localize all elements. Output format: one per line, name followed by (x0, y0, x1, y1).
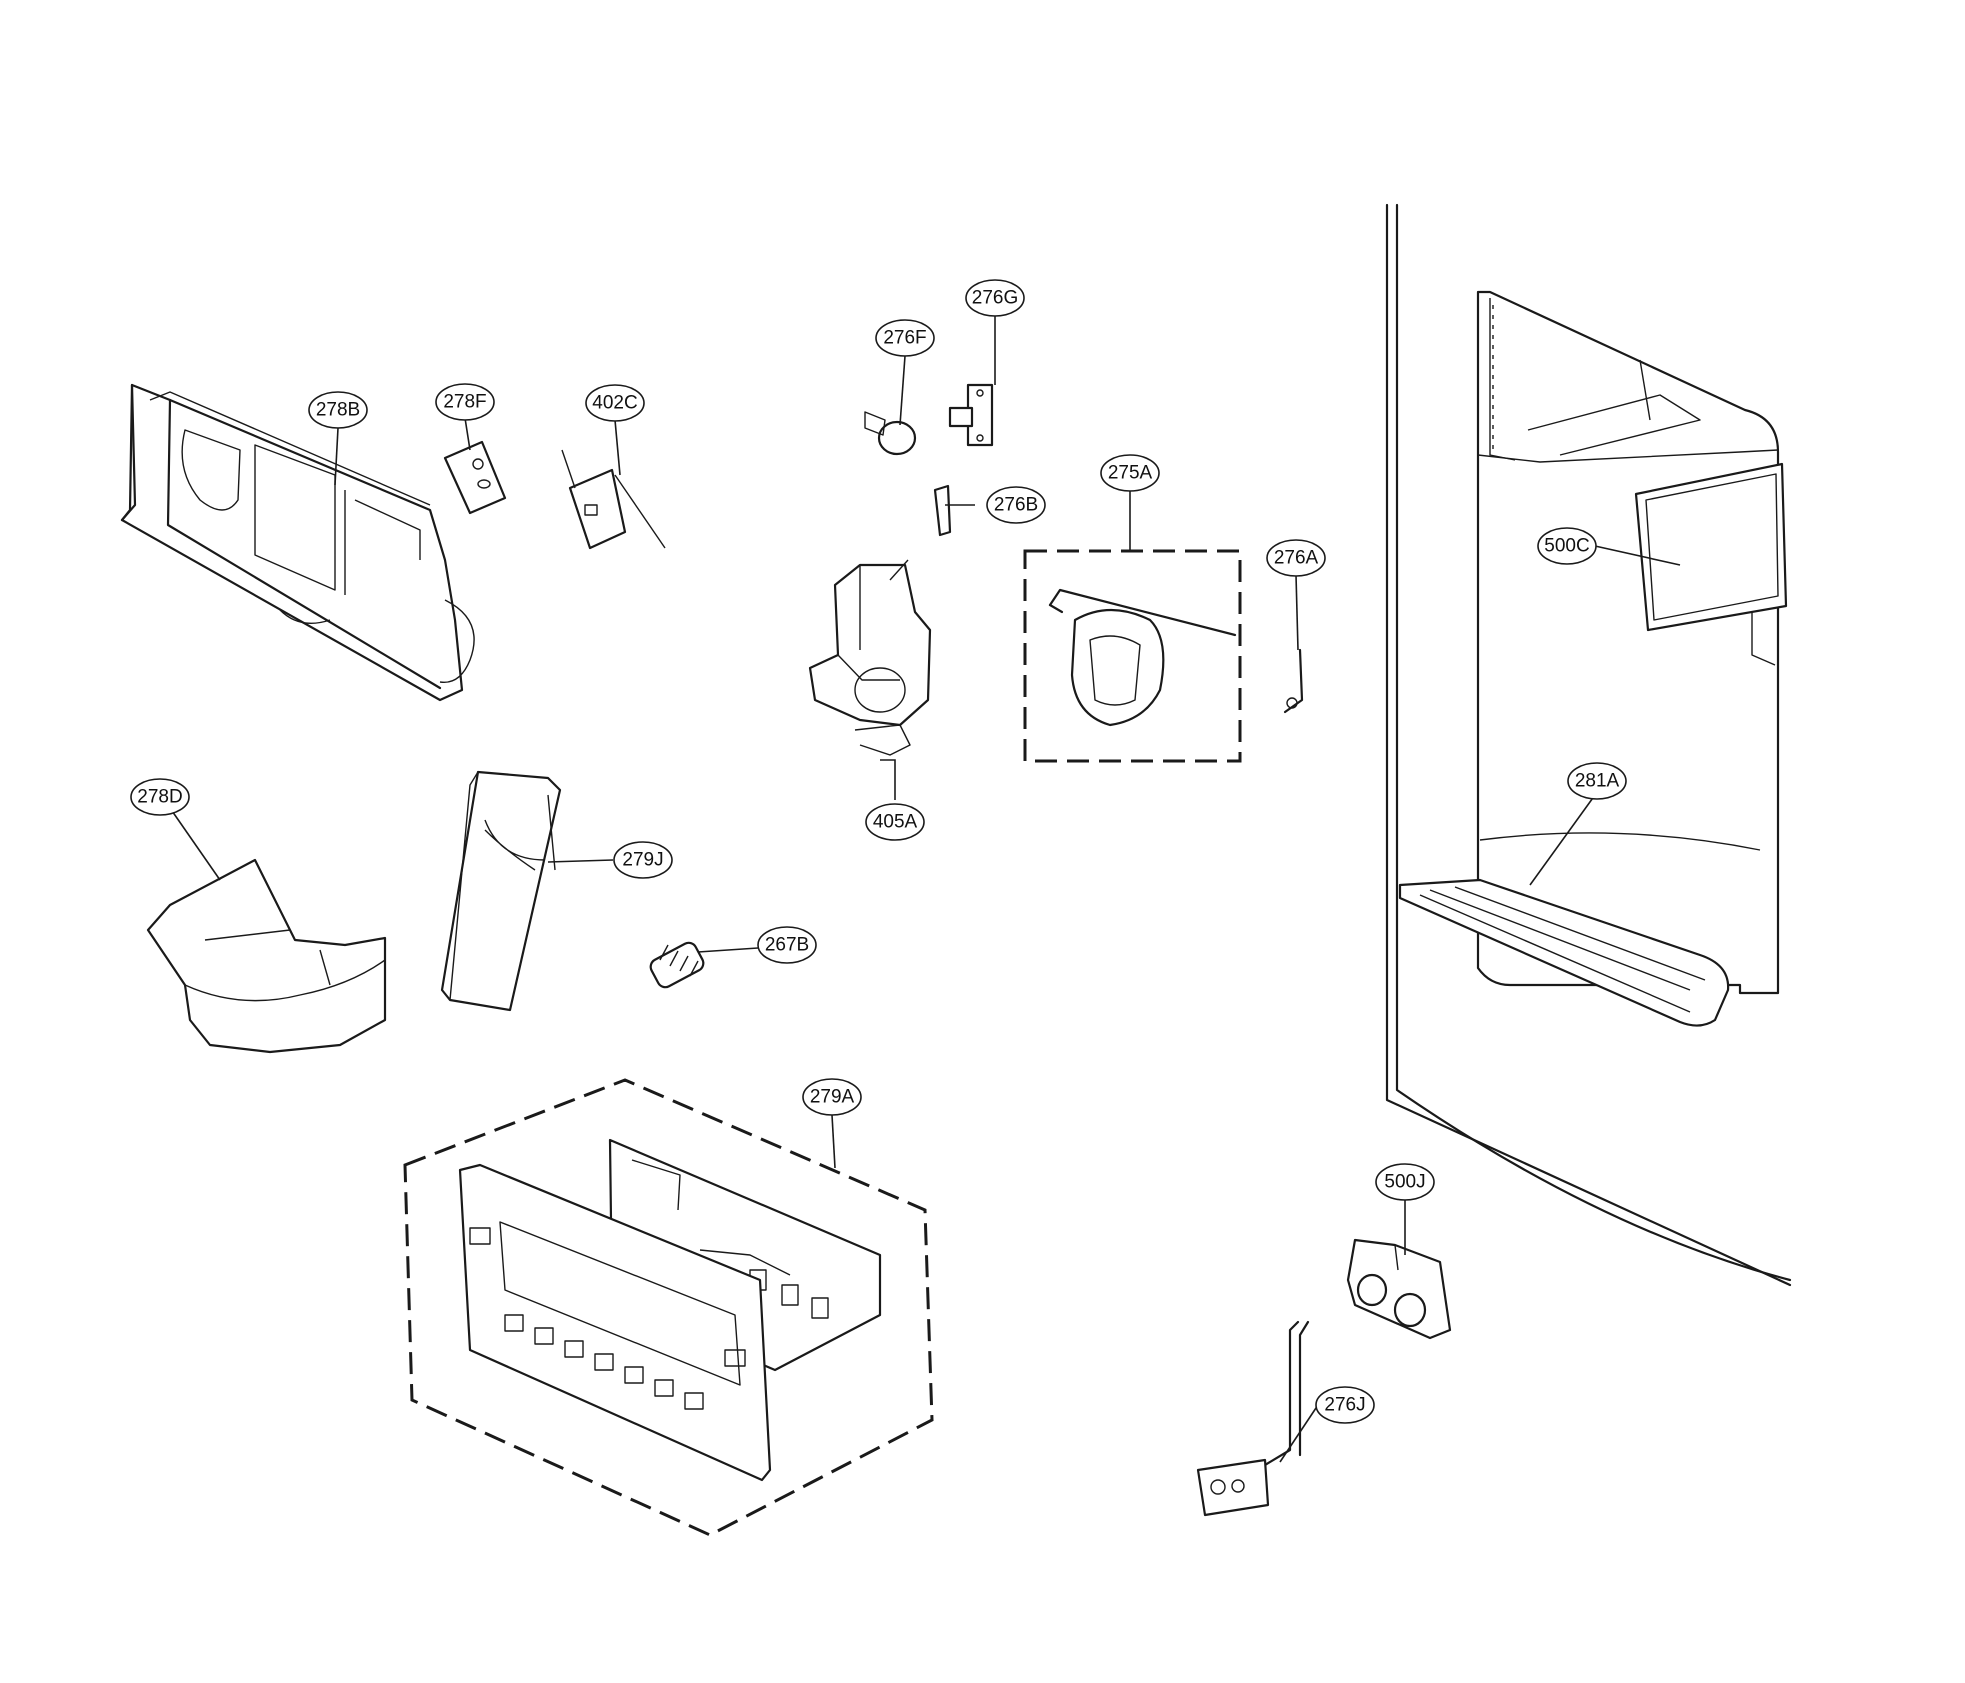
callout-500c: 500C (1537, 527, 1597, 565)
housing-278b (120, 383, 475, 702)
assembly-box-279a (403, 1078, 934, 1537)
callout-278d: 278D (130, 778, 190, 816)
callout-278f: 278F (435, 383, 495, 421)
callout-276b: 276B (986, 486, 1046, 524)
callout-label: 276B (994, 495, 1038, 516)
callout-label: 281A (1575, 771, 1620, 792)
dispenser-recess (1476, 290, 1780, 995)
bracket-276g (948, 383, 994, 447)
switch-block-500j (1346, 1238, 1452, 1340)
clip-276b (933, 484, 952, 537)
callout-label: 402C (592, 393, 637, 414)
callout-label: 405A (873, 812, 918, 833)
spring-267b (649, 941, 705, 989)
callout-label: 276G (972, 288, 1018, 309)
front-panel-279a (458, 1163, 772, 1482)
callout-276a: 276A (1266, 539, 1326, 577)
motor-405a (808, 559, 932, 756)
callout-label: 276J (1324, 1395, 1365, 1416)
drip-tray-281a (1398, 878, 1730, 1027)
callout-276f: 276F (875, 319, 935, 357)
callout-279a: 279A (802, 1078, 862, 1116)
paddle-279j (440, 770, 562, 1012)
callout-label: 275A (1108, 463, 1153, 484)
callout-281a: 281A (1567, 762, 1627, 800)
callout-label: 500J (1384, 1172, 1425, 1193)
bracket-276j (1196, 1320, 1310, 1517)
callout-label: 278D (137, 787, 182, 808)
callout-label: 278B (316, 400, 360, 421)
switch-402c (561, 449, 666, 550)
assembly-box-275a (1023, 549, 1242, 763)
cap-276f (864, 411, 917, 456)
door-outline (1385, 203, 1792, 1287)
callout-278b: 278B (308, 391, 368, 429)
callout-label: 276A (1274, 548, 1319, 569)
bracket-278f (443, 440, 507, 515)
chute-278d (146, 858, 387, 1054)
callout-label: 267B (765, 935, 809, 956)
callout-276g: 276G (965, 279, 1025, 317)
callout-label: 279J (622, 850, 663, 871)
callout-label: 279A (810, 1087, 855, 1108)
callout-402c: 402C (585, 384, 645, 422)
callout-label: 276F (883, 328, 926, 349)
lever-275a (1048, 588, 1237, 727)
callout-500j: 500J (1375, 1163, 1435, 1201)
callout-275a: 275A (1100, 454, 1160, 492)
callout-label: 500C (1544, 536, 1589, 557)
callout-276j: 276J (1315, 1386, 1375, 1424)
callout-label: 278F (443, 392, 486, 413)
leader-lines (169, 315, 1681, 1463)
control-board-500c (1634, 462, 1788, 632)
callout-405a: 405A (865, 803, 925, 841)
callout-267b: 267B (757, 926, 817, 964)
pin-276a (1283, 648, 1304, 714)
callout-279j: 279J (613, 841, 673, 879)
